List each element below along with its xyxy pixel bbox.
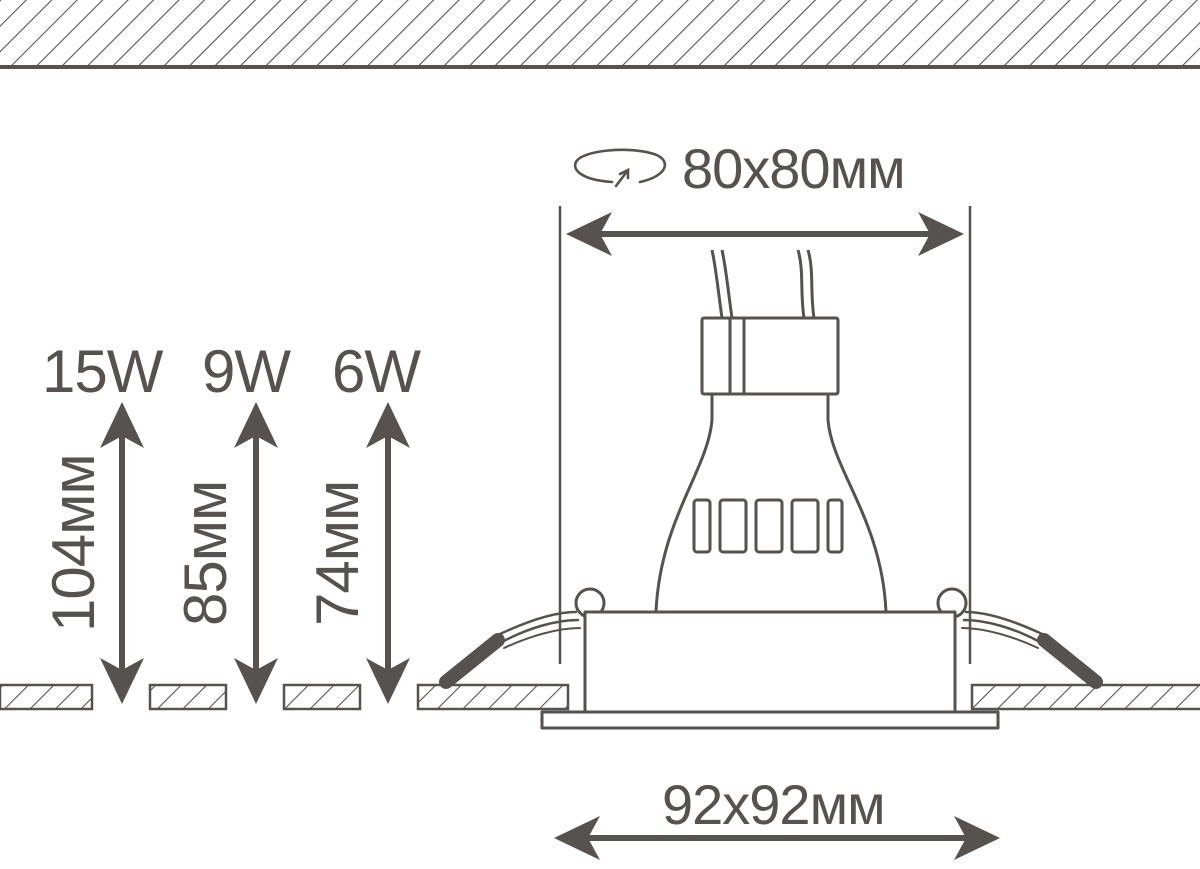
power-label-6w: 6W xyxy=(332,338,421,405)
wire xyxy=(806,249,816,319)
surface-segment xyxy=(416,683,570,711)
arrowhead xyxy=(566,212,612,256)
cooling-slot xyxy=(826,498,844,554)
cooling-slot xyxy=(718,498,748,554)
arrowhead xyxy=(918,212,964,256)
lamp-flange xyxy=(540,710,1000,730)
arrowhead xyxy=(366,658,410,704)
lamp-frame xyxy=(583,610,957,714)
power-label-9w: 9W xyxy=(202,338,291,405)
surface-segment xyxy=(0,683,94,711)
arrowhead xyxy=(554,816,600,860)
surface-segment xyxy=(282,683,362,711)
surface-segment xyxy=(148,683,228,711)
connector-block xyxy=(700,316,840,396)
arrowhead xyxy=(954,816,1000,860)
cutout-dimension xyxy=(558,206,972,664)
arrowhead xyxy=(100,658,144,704)
height-label-6w: 74мм xyxy=(304,481,371,626)
ceiling xyxy=(0,0,1200,69)
wire xyxy=(796,249,806,319)
wire xyxy=(720,249,734,319)
rotation-arrow-icon xyxy=(573,148,667,188)
arrowhead xyxy=(366,402,410,448)
surface-segment xyxy=(970,683,1200,711)
cooling-slot xyxy=(790,498,820,554)
cooling-slot xyxy=(692,498,712,554)
height-label-15w: 104мм xyxy=(40,454,107,632)
wire xyxy=(710,249,724,319)
overall-size-label: 92x92мм xyxy=(662,773,885,836)
cooling-slot xyxy=(754,498,784,554)
arrowhead xyxy=(100,402,144,448)
mounting-surface xyxy=(0,683,1200,711)
cutout-size-label: 80x80мм xyxy=(682,137,905,200)
overall-dimension xyxy=(554,816,1000,860)
power-label-15w: 15W xyxy=(42,338,164,405)
arrowhead xyxy=(234,402,278,448)
lamp-fixture xyxy=(540,249,1000,730)
arrowhead xyxy=(234,658,278,704)
height-label-9w: 85мм xyxy=(172,481,239,626)
height-dimensions xyxy=(100,402,410,704)
